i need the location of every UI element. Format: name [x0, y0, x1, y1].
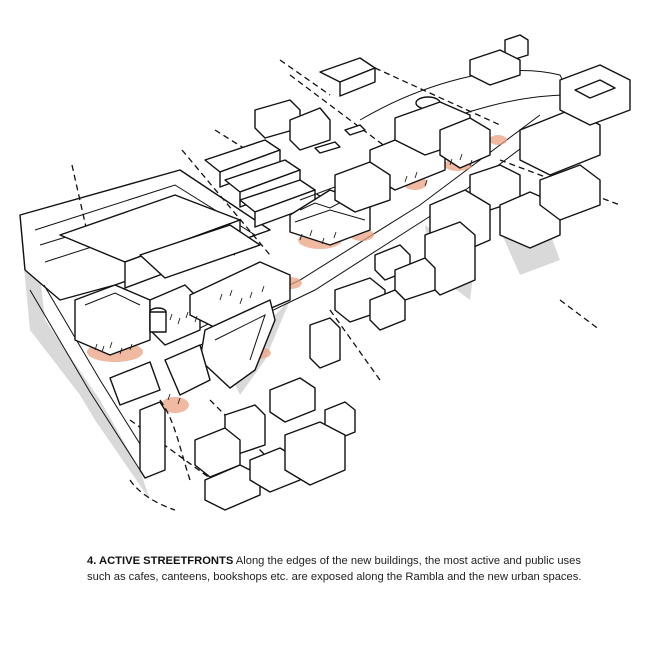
active-zone [161, 397, 189, 413]
people-markers [94, 153, 473, 405]
eastern-buildings [374, 64, 631, 301]
caption-heading: 4. ACTIVE STREETFRONTS [87, 555, 234, 567]
northern-buildings [254, 34, 529, 213]
caption: 4. ACTIVE STREETFRONTS Along the edges o… [87, 553, 587, 585]
caption-body: Along the edges of the new buildings, th… [87, 555, 582, 583]
existing-sheds [59, 139, 316, 289]
active-zone [489, 135, 507, 145]
southern-buildings [139, 277, 406, 511]
paths [129, 399, 191, 511]
new-campus-buildings [74, 261, 291, 406]
axonometric-site-diagram [19, 34, 631, 511]
